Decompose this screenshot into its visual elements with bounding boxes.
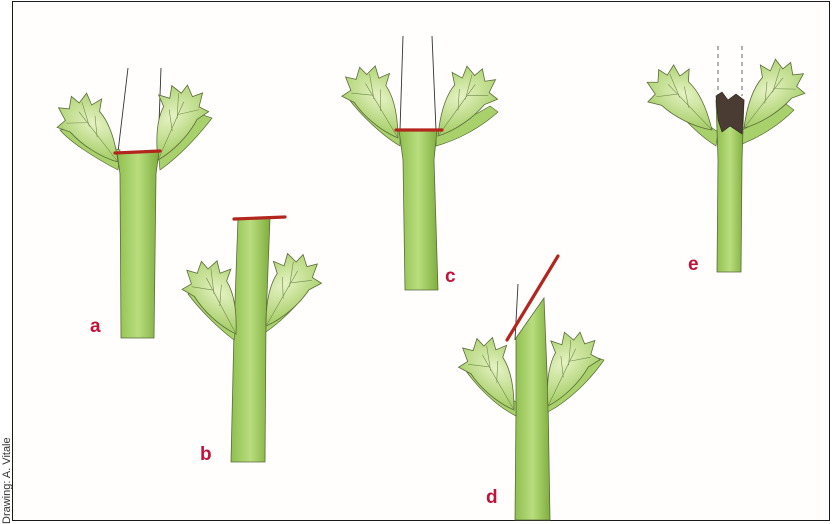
- cutting-example-d: d: [450, 256, 609, 520]
- cut-line: [115, 151, 160, 153]
- upper-stem-outline: [118, 68, 128, 152]
- stem: [231, 218, 270, 462]
- stem: [515, 298, 550, 520]
- cutting-example-b: b: [173, 217, 330, 465]
- cut-line: [234, 217, 285, 219]
- leaf: [414, 55, 507, 137]
- upper-stem-outline: [400, 36, 403, 130]
- label-d: d: [486, 487, 498, 508]
- leaf: [333, 54, 426, 140]
- cutting-example-e: e: [639, 46, 814, 275]
- label-b: b: [200, 444, 212, 465]
- upper-stem-outline: [432, 36, 436, 130]
- stem: [117, 152, 159, 338]
- upper-stem-outline: [515, 284, 518, 340]
- cutting-example-c: c: [333, 36, 507, 290]
- stem: [399, 130, 438, 290]
- label-c: c: [445, 266, 456, 287]
- label-a: a: [90, 316, 101, 337]
- label-e: e: [688, 254, 699, 275]
